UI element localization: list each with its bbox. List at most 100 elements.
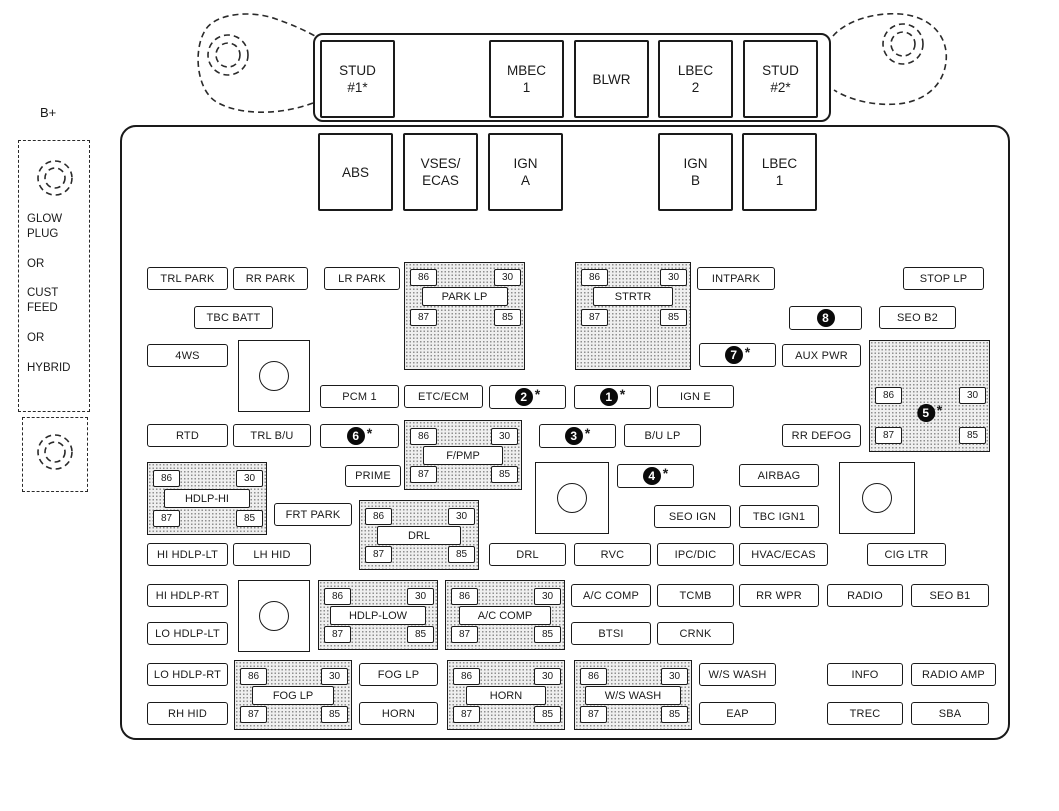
- asterisk: *: [534, 385, 541, 402]
- fuse-rr-defog: RR DEFOG: [782, 424, 861, 447]
- fuse-rr-wpr: RR WPR: [739, 584, 819, 607]
- relay-pin-87: 87: [875, 427, 902, 444]
- fuse-lo-hdlp-lt: LO HDLP-LT: [147, 622, 228, 645]
- position-number-circle: 2: [514, 388, 533, 406]
- relay-pin-85: 85: [236, 510, 263, 527]
- relay-socket-4: [238, 580, 310, 652]
- relay-pin-86: 86: [580, 668, 607, 685]
- fuse-lo-hdlp-rt: LO HDLP-RT: [147, 663, 228, 686]
- fuse-eap: EAP: [699, 702, 776, 725]
- relay-pin-86: 86: [153, 470, 180, 487]
- ground-terminal-box: [22, 417, 88, 492]
- asterisk: *: [936, 401, 943, 418]
- relay-pin-85: 85: [321, 706, 348, 723]
- asterisk: *: [662, 464, 669, 481]
- fuse-seo-b2: SEO B2: [879, 306, 956, 329]
- fuse-info: INFO: [827, 663, 903, 686]
- socket-circle: [557, 483, 587, 513]
- relay-socket-1: [238, 340, 310, 412]
- position-number-circle: 7: [724, 346, 743, 364]
- fuse-rh-hid: RH HID: [147, 702, 228, 725]
- relay-pin-85: 85: [661, 706, 688, 723]
- relay-pin-87: 87: [240, 706, 267, 723]
- relay-pin-86: 86: [451, 588, 478, 605]
- relay-pin-86: 86: [324, 588, 351, 605]
- fuse-a-c-comp: A/C COMP: [571, 584, 651, 607]
- terminal-option-cust-feed: CUST FEED: [27, 287, 59, 314]
- fuse-lh-hid: LH HID: [233, 543, 311, 566]
- relay-pin-86: 86: [410, 428, 437, 445]
- fuse-trec: TREC: [827, 702, 903, 725]
- battery-terminal-box: [18, 140, 90, 412]
- relay-pin-85: 85: [491, 466, 518, 483]
- terminal-option-or-1: OR: [27, 258, 45, 270]
- relay-pin-87: 87: [451, 626, 478, 643]
- position-number-circle: 8: [816, 309, 835, 327]
- terminal-option-or-2: OR: [27, 332, 45, 344]
- b-plus-label: B+: [40, 105, 57, 120]
- relay-label-fog-lp: FOG LP: [252, 686, 334, 705]
- relay-pin-86: 86: [581, 269, 608, 286]
- maxi-fuse-ign-a: IGN A: [488, 133, 563, 211]
- fuse-hi-hdlp-rt: HI HDLP-RT: [147, 584, 228, 607]
- relay-pin-87: 87: [365, 546, 392, 563]
- fuse-sba: SBA: [911, 702, 989, 725]
- relay-pin-85: 85: [407, 626, 434, 643]
- terminal-option-glow-plug: GLOW PLUG: [27, 213, 63, 240]
- relay-label-hdlp-hi: HDLP-HI: [164, 489, 250, 508]
- relay-pin-87: 87: [410, 309, 437, 326]
- relay-label-f-pmp: F/PMP: [423, 446, 503, 465]
- relay-position-2: 2*: [489, 385, 566, 409]
- fuse-cig-ltr: CIG LTR: [867, 543, 946, 566]
- relay-pin-30: 30: [236, 470, 263, 487]
- fuse-rvc: RVC: [574, 543, 651, 566]
- relay-label-drl: DRL: [377, 526, 461, 545]
- relay-pin-85: 85: [660, 309, 687, 326]
- fuse-rr-park: RR PARK: [233, 267, 308, 290]
- position-number-circle: 5: [916, 404, 935, 422]
- fuse-horn: HORN: [359, 702, 438, 725]
- fuse-crnk: CRNK: [657, 622, 734, 645]
- fuse-trl-park: TRL PARK: [147, 267, 228, 290]
- relay-position-6: 6*: [320, 424, 399, 448]
- relay-pin-85: 85: [534, 626, 561, 643]
- relay-position-4: 4*: [617, 464, 694, 488]
- fuse-intpark: INTPARK: [697, 267, 775, 290]
- relay-hdlp-hi: 86 30 87 85 HDLP-HI: [147, 462, 267, 535]
- fuse-aux-pwr: AUX PWR: [782, 344, 861, 367]
- maxi-fuse-stud-2: STUD #2*: [743, 40, 818, 118]
- fuse-lr-park: LR PARK: [324, 267, 400, 290]
- relay-label-w-s-wash: W/S WASH: [585, 686, 681, 705]
- fuse-prime: PRIME: [345, 465, 401, 487]
- relay-label-strtr: STRTR: [593, 287, 673, 306]
- asterisk: *: [584, 424, 591, 441]
- maxi-fuse-ign-b: IGN B: [658, 133, 733, 211]
- relay-socket-3: [839, 462, 915, 534]
- relay-pin-86: 86: [365, 508, 392, 525]
- relay-pin-30: 30: [661, 668, 688, 685]
- relay-pin-30: 30: [660, 269, 687, 286]
- asterisk: *: [366, 424, 373, 441]
- fuse-hi-hdlp-lt: HI HDLP-LT: [147, 543, 228, 566]
- fuse-btsi: BTSI: [571, 622, 651, 645]
- relay-pin-86: 86: [875, 387, 902, 404]
- relay-pin-30: 30: [448, 508, 475, 525]
- fuse-hvac-ecas: HVAC/ECAS: [739, 543, 828, 566]
- relay-pin-30: 30: [959, 387, 986, 404]
- position-number-circle: 6: [346, 427, 365, 445]
- relay-label-hdlp-low: HDLP-LOW: [330, 606, 426, 625]
- fuse-seo-ign: SEO IGN: [654, 505, 731, 528]
- relay-pin-30: 30: [534, 588, 561, 605]
- relay-position-7: 7*: [699, 343, 776, 367]
- fuse-drl: DRL: [489, 543, 566, 566]
- relay-pin-30: 30: [321, 668, 348, 685]
- relay-pin-85: 85: [959, 427, 986, 444]
- relay-pin-87: 87: [153, 510, 180, 527]
- relay-position-5: 86 30 87 85 5*: [869, 340, 990, 452]
